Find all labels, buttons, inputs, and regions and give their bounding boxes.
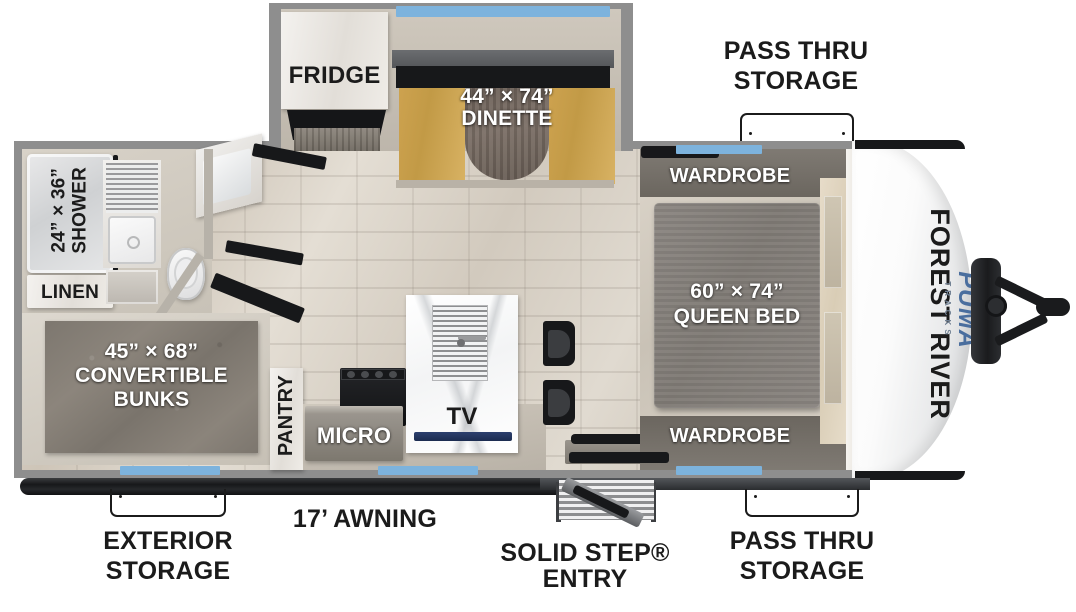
wardrobe-top-label: WARDROBE <box>669 165 791 187</box>
entry-door-swing <box>571 434 667 444</box>
wardrobe-bottom-label: WARDROBE <box>669 425 791 447</box>
pass-thru-storage-top-label: PASS THRU STORAGE <box>723 37 869 95</box>
bedroom-cabinet-panel-bottom <box>824 312 842 404</box>
bath-wall-vertical <box>204 149 213 259</box>
dinette-label: 44” × 74” DINETTE <box>460 85 554 131</box>
convertible-bunks <box>45 321 258 453</box>
dinette-table <box>465 88 549 180</box>
pantry-unit <box>270 368 303 470</box>
nose-cap-top-trim <box>855 140 965 149</box>
pass-thru-bottom-bracket <box>745 489 859 517</box>
awning-rail <box>20 478 640 495</box>
puma-sub-wordmark: TRACKS <box>943 281 952 339</box>
dinette-cushion-left <box>399 88 465 184</box>
wardrobe-bottom-door-swing <box>569 452 669 463</box>
vanity-drawer <box>106 270 158 304</box>
sink-drain-icon <box>127 236 140 249</box>
tv-screen-bar <box>414 432 512 441</box>
kitchen-sink-drain <box>457 339 465 347</box>
shower-label: 24” × 36” SHOWER <box>48 166 91 254</box>
slideout-left-wall <box>269 3 281 151</box>
window-kitchen <box>378 466 478 475</box>
cooktop-burner-3 <box>375 371 383 378</box>
cooktop-burner-1 <box>347 371 355 378</box>
micro-label: MICRO <box>316 423 392 448</box>
tv-label: TV <box>446 403 478 430</box>
pantry-label: PANTRY <box>275 374 297 457</box>
window-bedroom-bottom <box>676 466 762 475</box>
fridge-unit <box>281 12 388 109</box>
queen-bed-label: 60” × 74” QUEEN BED <box>673 280 801 328</box>
vanity-drainboard <box>106 163 158 213</box>
dinette-overhead-shelf <box>396 66 610 88</box>
hitch-a-frame-lower <box>993 312 1049 347</box>
fridge-label: FRIDGE <box>288 62 381 89</box>
solid-step-entry <box>552 476 660 528</box>
microwave <box>305 409 403 461</box>
cooktop-grates <box>341 369 405 380</box>
window-bedroom-top <box>676 145 762 154</box>
dinette-base-trim <box>396 180 614 188</box>
convertible-bunks-label: 45” × 68” CONVERTIBLE BUNKS <box>75 340 228 412</box>
hitch-jack <box>985 295 1007 317</box>
chair-upper-seat <box>548 330 570 358</box>
bedroom-cabinet-panel-top <box>824 196 842 288</box>
chair-lower-seat <box>548 389 570 417</box>
microwave-top-edge <box>305 406 403 414</box>
hitch-coupler <box>1036 298 1070 316</box>
step-stringer-left <box>556 482 561 522</box>
nose-cap-bottom-trim <box>855 471 965 480</box>
solid-step-entry-label: SOLID STEP® ENTRY <box>500 539 670 594</box>
linen-cabinet <box>27 275 113 308</box>
exterior-storage-label: EXTERIOR STORAGE <box>103 527 233 585</box>
window-bunks <box>120 466 220 475</box>
dinette-back-wall <box>392 50 614 68</box>
linen-label: LINEN <box>41 282 99 303</box>
cooktop-burner-2 <box>361 371 369 378</box>
slideout-window <box>396 6 610 17</box>
pass-thru-top-bracket <box>740 113 854 141</box>
awning-label: 17’ AWNING <box>292 505 438 533</box>
cooktop-burner-4 <box>389 371 397 378</box>
queen-bed <box>654 203 820 408</box>
shower-pan <box>27 154 113 273</box>
slideout-right-wall <box>621 3 633 151</box>
exterior-storage-bracket <box>110 489 226 517</box>
dinette-cushion-right <box>549 88 615 184</box>
kitchen-faucet <box>458 336 486 340</box>
pass-thru-storage-bottom-label: PASS THRU STORAGE <box>729 527 875 585</box>
fridge-base-cabinet <box>294 128 380 151</box>
